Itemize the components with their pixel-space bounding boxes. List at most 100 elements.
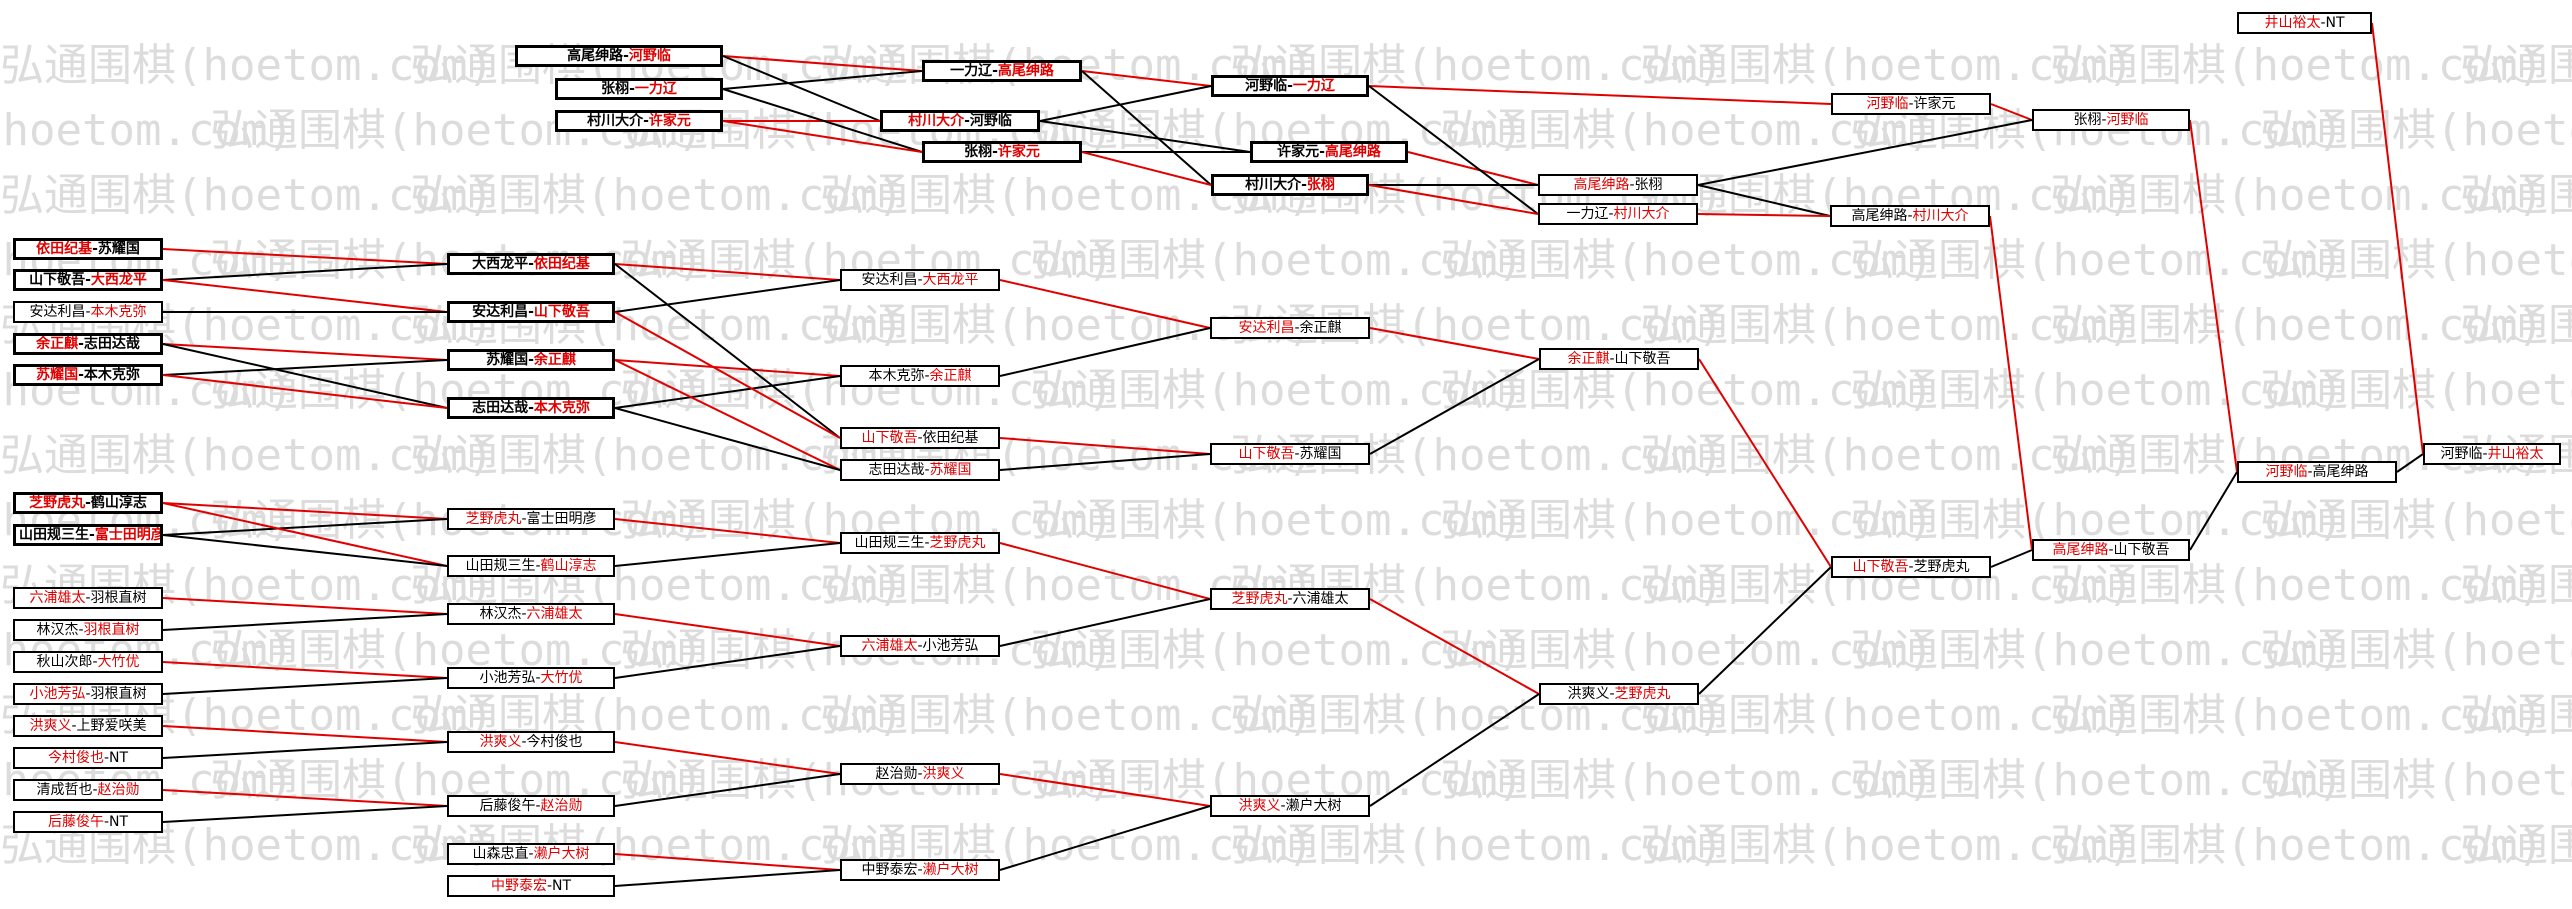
player-name: 羽根直树 bbox=[83, 622, 140, 638]
connector-k3-l3 bbox=[162, 597, 448, 615]
connector-l3-m2 bbox=[614, 613, 841, 647]
match-box-e2: 高尾绅路-村川大介 bbox=[1830, 205, 1990, 227]
separator: - bbox=[1294, 446, 1300, 462]
match-box-i2: 山下敬吾-苏耀国 bbox=[1210, 443, 1370, 465]
player-name: 苏耀国 bbox=[36, 367, 79, 383]
player-name: 大竹优 bbox=[97, 654, 140, 670]
separator: - bbox=[103, 750, 110, 766]
player-name: 苏耀国 bbox=[929, 462, 972, 478]
match-box-i1: 安达利昌-余正麒 bbox=[1210, 317, 1370, 339]
player-name: 六浦雄太 bbox=[1292, 591, 1349, 607]
connector-b1-c3 bbox=[1081, 70, 1212, 186]
separator: - bbox=[92, 654, 98, 670]
connector-n1-o1 bbox=[1369, 598, 1540, 695]
connector-h2-i1 bbox=[999, 327, 1211, 377]
player-name: NT bbox=[109, 750, 129, 766]
match-box-a2: 张栩-一力辽 bbox=[555, 78, 723, 100]
player-name: 后藤俊午 bbox=[479, 798, 536, 814]
match-box-c1: 河野临-一力辽 bbox=[1211, 75, 1369, 97]
player-name: 河野临 bbox=[1245, 78, 1288, 94]
separator: - bbox=[528, 846, 534, 862]
separator: - bbox=[1319, 144, 1325, 160]
match-box-b1: 一力辽-高尾绅路 bbox=[922, 60, 1082, 82]
player-name: 河野临 bbox=[2106, 112, 2149, 128]
connector-k10-l6 bbox=[162, 805, 448, 823]
player-name: 大西龙平 bbox=[922, 272, 979, 288]
connector-g3-h2 bbox=[614, 359, 841, 377]
connector-e1-r1 bbox=[2189, 119, 2238, 473]
player-name: 清成哲也 bbox=[36, 782, 93, 798]
separator: - bbox=[92, 782, 98, 798]
player-name: 芝野虎丸 bbox=[929, 535, 986, 551]
connector-f4-g4 bbox=[162, 343, 448, 409]
player-name: 山田规三生 bbox=[465, 558, 536, 574]
player-name: 河野临 bbox=[2265, 464, 2308, 480]
connector-m3-n2 bbox=[999, 773, 1211, 807]
connector-h1-i1 bbox=[999, 279, 1211, 329]
separator: - bbox=[528, 256, 534, 272]
connector-f1-g1 bbox=[162, 248, 448, 265]
connector-g2-h3 bbox=[614, 311, 841, 439]
player-name: 余正麒 bbox=[1299, 320, 1342, 336]
player-name: NT bbox=[2325, 15, 2345, 31]
connector-s1-t1 bbox=[2371, 22, 2424, 455]
player-name: 羽根直树 bbox=[90, 686, 147, 702]
player-name: 高尾绅路 bbox=[997, 63, 1054, 79]
match-box-m2: 六浦雄太-小池芳弘 bbox=[840, 635, 1000, 657]
separator: - bbox=[2108, 542, 2114, 558]
connector-m4-n2 bbox=[999, 805, 1211, 871]
player-name: 大西龙平 bbox=[472, 256, 529, 272]
separator: - bbox=[89, 527, 95, 543]
connector-l2-m1 bbox=[614, 542, 841, 567]
player-name: 苏耀国 bbox=[1299, 446, 1342, 462]
match-box-f5: 苏耀国-本木克弥 bbox=[13, 364, 163, 386]
connector-f2-g2 bbox=[162, 279, 448, 313]
player-name: 井山裕太 bbox=[2264, 15, 2321, 31]
match-box-k10: 后藤俊午-NT bbox=[13, 811, 163, 833]
connector-g2-h1 bbox=[614, 279, 841, 313]
connector-k6-l4 bbox=[162, 677, 448, 695]
separator: - bbox=[1608, 206, 1614, 222]
match-box-f2: 山下敬吾-大西龙平 bbox=[13, 269, 163, 291]
connector-l5-m3 bbox=[614, 741, 841, 775]
separator: - bbox=[1907, 208, 1913, 224]
separator: - bbox=[1629, 177, 1635, 193]
connector-c1-d3 bbox=[1368, 85, 1539, 215]
player-name: 赵治勋 bbox=[540, 798, 583, 814]
separator: - bbox=[917, 766, 923, 782]
player-name: 余正麒 bbox=[36, 336, 79, 352]
player-name: 张栩 bbox=[2073, 112, 2102, 128]
player-name: 本木克弥 bbox=[868, 368, 925, 384]
separator: - bbox=[1287, 78, 1293, 94]
connector-k2-l1 bbox=[162, 518, 448, 536]
match-box-h1: 安达利昌-大西龙平 bbox=[840, 269, 1000, 291]
match-box-m3: 赵治勋-洪爽义 bbox=[840, 763, 1000, 785]
separator: - bbox=[924, 368, 930, 384]
player-name: 高尾绅路 bbox=[2052, 542, 2109, 558]
player-name: 张栩 bbox=[601, 81, 630, 97]
separator: - bbox=[917, 862, 923, 878]
player-name: 小池芳弘 bbox=[29, 686, 86, 702]
match-box-b2: 村川大介-河野临 bbox=[880, 110, 1040, 132]
player-name: 一力辽 bbox=[1566, 206, 1609, 222]
connector-i1-j1 bbox=[1369, 327, 1540, 360]
separator: - bbox=[2482, 446, 2488, 462]
player-name: 秋山次郎 bbox=[36, 654, 93, 670]
player-name: 后藤俊午 bbox=[47, 814, 104, 830]
player-name: 上野爱咲美 bbox=[76, 718, 147, 734]
player-name: 羽根直树 bbox=[90, 590, 147, 606]
player-name: 一力辽 bbox=[1292, 78, 1335, 94]
player-name: 一力辽 bbox=[950, 63, 993, 79]
player-name: 高尾绅路 bbox=[1851, 208, 1908, 224]
match-box-h2: 本木克弥-余正麒 bbox=[840, 365, 1000, 387]
connector-p1-q1 bbox=[1990, 549, 2033, 568]
separator: - bbox=[924, 535, 930, 551]
separator: - bbox=[528, 304, 534, 320]
player-name: 洪爽义 bbox=[1567, 686, 1610, 702]
connector-m1-n1 bbox=[999, 542, 1211, 600]
player-name: 濑户大树 bbox=[922, 862, 979, 878]
connector-a3-b3 bbox=[722, 120, 923, 153]
match-box-l5: 洪爽义-今村俊也 bbox=[447, 731, 615, 753]
connector-j1-p1 bbox=[1698, 358, 1832, 568]
match-box-g3: 苏耀国-余正麒 bbox=[447, 349, 615, 371]
